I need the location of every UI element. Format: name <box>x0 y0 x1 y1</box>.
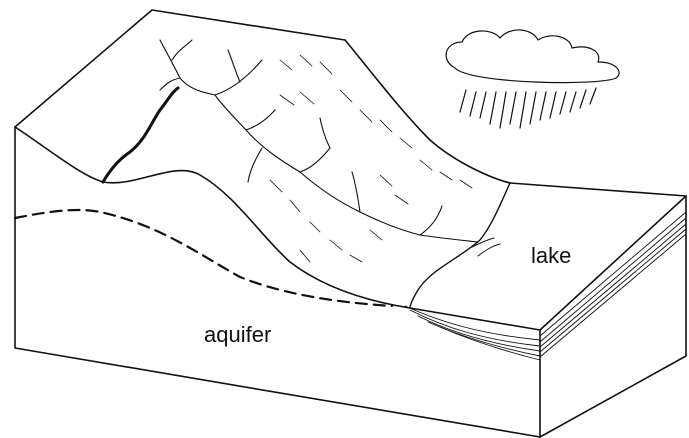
water-table <box>15 210 392 306</box>
slope-hachures <box>270 55 472 262</box>
lake-shoreline-detail <box>470 238 500 256</box>
ridge-line <box>345 40 510 183</box>
valley-channel <box>103 88 178 182</box>
aquifer-label: aquifer <box>204 322 271 348</box>
rain-cloud-icon <box>446 30 619 128</box>
block-outline <box>15 10 686 437</box>
lake-label: lake <box>531 243 571 269</box>
